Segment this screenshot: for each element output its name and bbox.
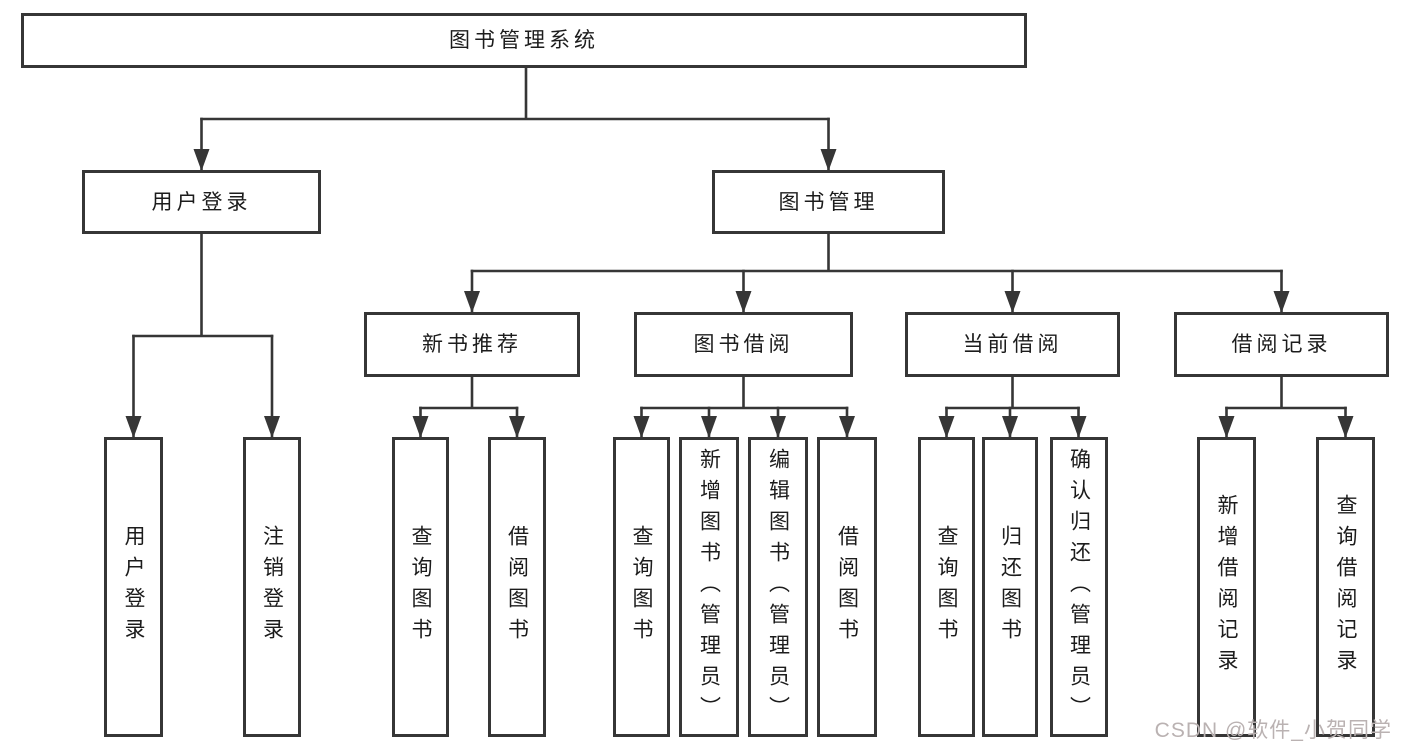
node-new-book-recommend-label: 新书推荐 — [422, 333, 522, 356]
leaf-borrow-books-recommend: 借阅图书 — [488, 437, 546, 737]
node-book-borrow-label: 图书借阅 — [693, 333, 794, 356]
leaf-add-borrow-record-label: 新增借阅记录 — [1215, 494, 1238, 680]
leaf-user-login: 用户登录 — [104, 437, 163, 737]
leaf-query-books-current: 查询图书 — [918, 437, 975, 737]
leaf-confirm-return-admin-label: 确认归还（管理员） — [1067, 447, 1091, 727]
leaf-add-books-admin-label: 新增图书（管理员） — [697, 447, 721, 727]
node-book-management: 图书管理 — [712, 170, 945, 234]
node-book-borrow: 图书借阅 — [634, 312, 853, 377]
leaf-query-borrow-record: 查询借阅记录 — [1316, 437, 1375, 737]
csdn-watermark: CSDN @软件_小贺同学 — [1154, 719, 1392, 742]
leaf-logout-label: 注销登录 — [260, 525, 284, 649]
node-root-system: 图书管理系统 — [21, 13, 1027, 68]
leaf-query-books-recommend: 查询图书 — [392, 437, 449, 737]
leaf-return-books: 归还图书 — [982, 437, 1038, 737]
node-borrow-records: 借阅记录 — [1174, 312, 1389, 377]
leaf-borrow-books-recommend-label: 借阅图书 — [505, 525, 529, 649]
node-new-book-recommend: 新书推荐 — [364, 312, 580, 377]
node-book-management-label: 图书管理 — [778, 190, 879, 214]
leaf-user-login-label: 用户登录 — [122, 525, 145, 649]
node-user-login-label: 用户登录 — [151, 190, 252, 214]
connector-tree-lines — [132, 66, 1347, 410]
leaf-edit-books-admin: 编辑图书（管理员） — [748, 437, 808, 737]
leaf-return-books-label: 归还图书 — [998, 525, 1022, 649]
leaf-borrow-books: 借阅图书 — [817, 437, 877, 737]
leaf-query-books-borrow-label: 查询图书 — [630, 525, 653, 649]
node-borrow-records-label: 借阅记录 — [1231, 333, 1332, 356]
leaf-query-books-borrow: 查询图书 — [613, 437, 670, 737]
node-current-borrow: 当前借阅 — [905, 312, 1120, 377]
leaf-add-books-admin: 新增图书（管理员） — [679, 437, 739, 737]
leaf-edit-books-admin-label: 编辑图书（管理员） — [766, 447, 790, 727]
node-user-login: 用户登录 — [82, 170, 321, 234]
node-current-borrow-label: 当前借阅 — [962, 333, 1063, 356]
leaf-query-borrow-record-label: 查询借阅记录 — [1334, 494, 1357, 680]
leaf-confirm-return-admin: 确认归还（管理员） — [1050, 437, 1108, 737]
node-root-label: 图书管理系统 — [449, 29, 599, 52]
leaf-query-books-current-label: 查询图书 — [935, 525, 958, 649]
leaf-logout: 注销登录 — [243, 437, 301, 737]
leaf-query-books-recommend-label: 查询图书 — [409, 525, 432, 649]
leaf-borrow-books-label: 借阅图书 — [835, 525, 859, 649]
leaf-add-borrow-record: 新增借阅记录 — [1197, 437, 1256, 737]
